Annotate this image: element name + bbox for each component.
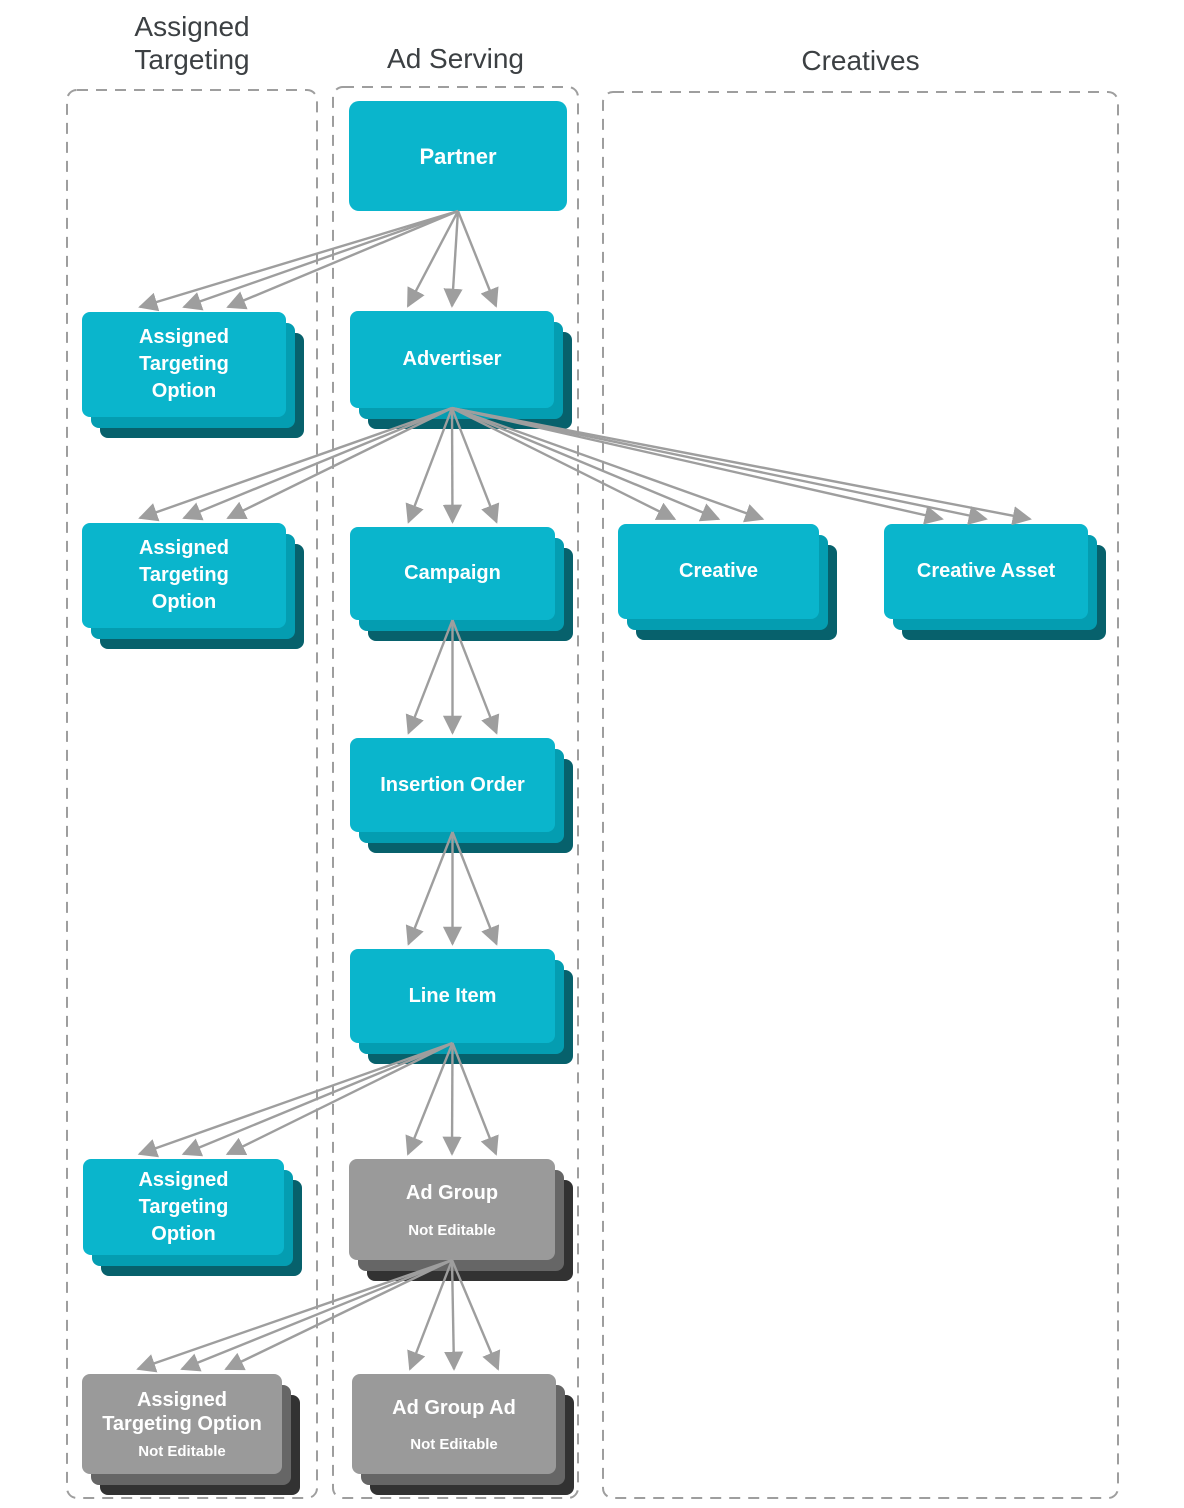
- node-face: Partner: [349, 101, 567, 211]
- node-label: Ad Group Ad: [392, 1396, 516, 1419]
- edge-partner-advertiser: [443, 210, 463, 308]
- node-face: Creative: [618, 524, 819, 619]
- column-header-ad-serving: Ad Serving: [387, 43, 524, 74]
- node-face: Assigned Targeting Option Not Editable: [82, 1374, 282, 1474]
- node-label: Assigned Targeting Option: [138, 1168, 229, 1245]
- node-label: Creative Asset: [916, 560, 1056, 582]
- node-face: Advertiser: [350, 311, 554, 408]
- node-label: Partner: [419, 143, 497, 169]
- node-ad-group: Ad Group Not Editable: [349, 1159, 573, 1281]
- node-assigned-targeting-option-not-editable: Assigned Targeting Option Not Editable: [82, 1374, 300, 1495]
- node-ad-group-ad: Ad Group Ad Not Editable: [352, 1374, 574, 1495]
- node-face: Campaign: [350, 527, 555, 620]
- column-header-creatives: Creatives: [801, 45, 920, 76]
- node-advertiser: Advertiser: [350, 311, 572, 429]
- node-label: Campaign: [404, 562, 501, 584]
- column-border-assigned-targeting: [66, 89, 318, 1499]
- node-label: Line Item: [408, 984, 497, 1007]
- node-face: Creative Asset: [884, 524, 1088, 619]
- node-face: Ad Group Not Editable: [349, 1159, 555, 1260]
- node-sublabel: Not Editable: [410, 1436, 498, 1454]
- node-sublabel: Not Editable: [408, 1222, 496, 1239]
- node-face: Assigned Targeting Option: [82, 523, 286, 628]
- node-campaign: Campaign: [350, 527, 573, 641]
- node-face: Line Item: [350, 949, 555, 1043]
- node-creative-asset: Creative Asset: [884, 524, 1106, 640]
- node-assigned-targeting-option-1: Assigned Targeting Option: [82, 312, 304, 438]
- node-label: Ad Group: [405, 1182, 499, 1204]
- node-line-item: Line Item: [350, 949, 573, 1064]
- node-label: Assigned Targeting Option: [138, 537, 230, 613]
- node-label: Assigned Targeting Option: [138, 326, 230, 402]
- node-face: Assigned Targeting Option: [83, 1159, 284, 1255]
- node-assigned-targeting-option-3: Assigned Targeting Option: [83, 1159, 302, 1276]
- node-face: Ad Group Ad Not Editable: [352, 1374, 556, 1474]
- node-sublabel: Not Editable: [138, 1443, 226, 1461]
- node-partner: Partner: [349, 101, 567, 211]
- edge-partner-advertiser: [406, 210, 460, 308]
- edge-partner-advertiser: [456, 210, 499, 308]
- column-header-assigned-targeting: Assigned Targeting: [134, 11, 250, 75]
- node-label: Insertion Order: [380, 773, 525, 796]
- node-label: Assigned Targeting Option: [102, 1388, 262, 1435]
- column-borders: [66, 86, 1119, 1499]
- edge-partner-ato1: [226, 209, 459, 310]
- column-border-creatives: [602, 91, 1119, 1499]
- node-assigned-targeting-option-2: Assigned Targeting Option: [82, 523, 304, 649]
- node-face: Assigned Targeting Option: [82, 312, 286, 417]
- edge-partner-ato1: [138, 209, 459, 312]
- node-insertion-order: Insertion Order: [350, 738, 573, 853]
- node-label: Creative: [679, 560, 758, 582]
- node-face: Insertion Order: [350, 738, 555, 832]
- edge-partner-ato1: [182, 209, 459, 311]
- node-label: Advertiser: [402, 348, 502, 370]
- node-creative: Creative: [618, 524, 837, 640]
